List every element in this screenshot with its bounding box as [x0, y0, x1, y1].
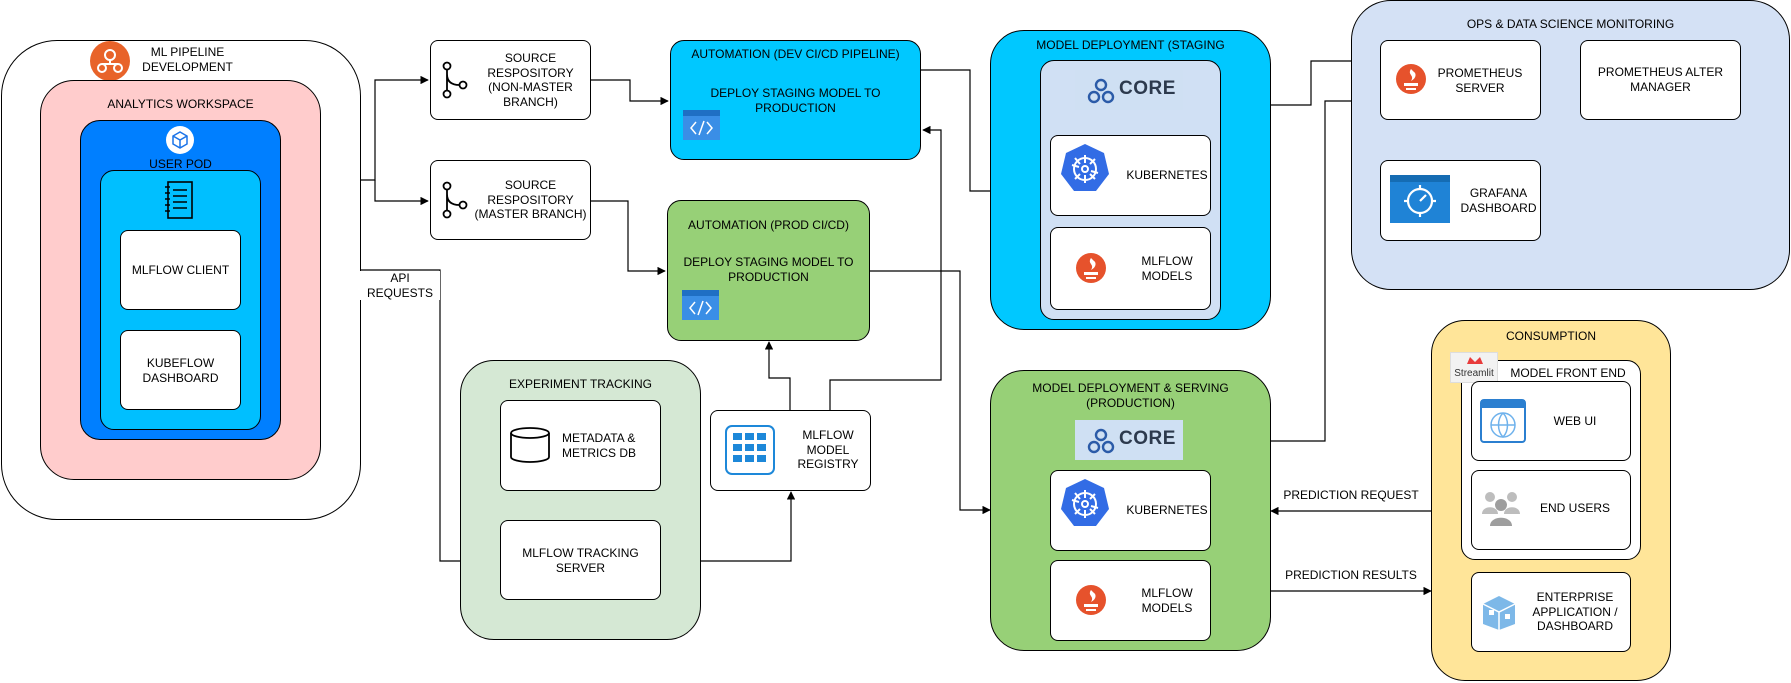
production-core-label: CORE: [1119, 428, 1176, 449]
enterprise-app-icon: [1479, 590, 1519, 632]
production-title: MODEL DEPLOYMENT & SERVING (PRODUCTION): [1032, 381, 1229, 410]
web-ui-label: WEB UI: [1553, 414, 1597, 428]
source-repo-master[interactable]: [430, 160, 591, 240]
automation-prod-body: DEPLOY STAGING MODEL TO PRODUCTION: [683, 255, 854, 284]
edge-staging-to-prometheus: [1271, 56, 1381, 106]
prediction-results-label: PREDICTION RESULTS: [1285, 568, 1417, 582]
production-core-badge: CORE: [1075, 420, 1183, 460]
api-requests-label: API REQUESTS: [360, 271, 440, 300]
notebook-icon: [162, 180, 198, 220]
alert-manager-box[interactable]: [1580, 40, 1741, 120]
source-repo-nonmaster-label: SOURCE RESPOSITORY (NON-MASTER BRANCH): [487, 51, 574, 109]
automation-prod-title: AUTOMATION (PROD CI/CD): [688, 218, 849, 232]
code-icon: [682, 290, 719, 320]
prediction-request-label: PREDICTION REQUEST: [1283, 488, 1419, 502]
alert-manager-label: PROMETHEUS ALTER MANAGER: [1597, 65, 1724, 94]
kubernetes-icon: [1060, 478, 1110, 528]
edge-tracking-to-registry: [660, 491, 796, 562]
monitoring-title: OPS & DATA SCIENCE MONITORING: [1466, 17, 1675, 31]
prometheus-server-label: PROMETHEUS SERVER: [1437, 66, 1523, 95]
automation-dev-body: DEPLOY STAGING MODEL TO PRODUCTION: [710, 86, 881, 115]
core-icon: [1087, 78, 1115, 104]
staging-title: MODEL DEPLOYMENT (STAGING: [1036, 38, 1225, 52]
edge-analytics-to-repo-master: [374, 180, 429, 206]
edge-registry-to-automation-dev: [829, 125, 942, 410]
edge-automation-prod-to-production: [870, 270, 991, 515]
code-icon: [683, 110, 720, 140]
registry-icon: [725, 425, 775, 475]
source-repo-master-label: SOURCE RESPOSITORY (MASTER BRANCH): [474, 178, 587, 221]
ml-pipeline-icon: [90, 41, 130, 81]
kubernetes-icon: [1060, 143, 1110, 193]
staging-core-badge: CORE: [1075, 70, 1183, 110]
model-registry-label: MLFLOW MODEL REGISTRY: [797, 428, 859, 471]
core-icon: [1087, 428, 1115, 454]
production-mlflow-models-label: MLFLOW MODELS: [1141, 586, 1193, 615]
end-users-box[interactable]: [1471, 470, 1631, 550]
user-pod-title: USER POD: [149, 157, 212, 171]
mlflow-client-box[interactable]: [120, 230, 241, 310]
staging-mlflow-models-label: MLFLOW MODELS: [1141, 254, 1193, 283]
model-front-end-title: MODEL FRONT END: [1510, 366, 1626, 380]
grafana-icon: [1390, 175, 1450, 223]
staging-core-label: CORE: [1119, 78, 1176, 99]
staging-kubernetes-label: KUBERNETES: [1126, 168, 1208, 182]
branch-icon: [440, 60, 470, 100]
ml-pipeline-title: ML PIPELINE DEVELOPMENT: [142, 45, 233, 74]
source-repo-nonmaster[interactable]: [430, 40, 591, 120]
streamlit-badge: Streamlit: [1450, 352, 1498, 383]
database-icon: [508, 425, 552, 465]
edge-registry-to-automation-prod: [764, 341, 791, 410]
users-icon: [1478, 488, 1524, 528]
metadata-db-box[interactable]: [500, 400, 661, 491]
edge-repo-master-to-automation-prod: [590, 200, 666, 276]
automation-dev-title: AUTOMATION (DEV CI/CD PIPELINE): [691, 47, 900, 61]
prometheus-flame-icon: [1075, 252, 1107, 284]
consumption-title: CONSUMPTION: [1506, 329, 1596, 343]
enterprise-app-label: ENTERPRISE APPLICATION / DASHBOARD: [1532, 590, 1618, 633]
mlflow-client-label: MLFLOW CLIENT: [131, 263, 230, 277]
tracking-server-box[interactable]: [500, 520, 661, 600]
kubeflow-dashboard-label: KUBEFLOW DASHBOARD: [142, 356, 219, 385]
prometheus-icon: [1395, 63, 1427, 95]
kubeflow-dashboard-box[interactable]: [120, 330, 241, 410]
experiment-tracking-title: EXPERIMENT TRACKING: [509, 377, 652, 391]
cube-icon: [166, 126, 194, 154]
streamlit-label: Streamlit: [1454, 368, 1494, 379]
streamlit-crown-icon: [1467, 357, 1483, 364]
web-browser-icon: [1480, 399, 1526, 443]
automation-dev[interactable]: [670, 40, 921, 160]
branch-icon: [440, 180, 470, 220]
production-kubernetes-label: KUBERNETES: [1126, 503, 1208, 517]
edge-repo-nonmaster-to-automation-dev: [590, 79, 669, 106]
analytics-workspace-title: ANALYTICS WORKSPACE: [107, 97, 254, 111]
grafana-dashboard-label: GRAFANA DASHBOARD: [1460, 186, 1537, 215]
metadata-db-label: METADATA & METRICS DB: [562, 431, 637, 460]
end-users-label: END USERS: [1539, 501, 1610, 515]
tracking-server-label: MLFLOW TRACKING SERVER: [522, 546, 639, 575]
prometheus-flame-icon: [1075, 584, 1107, 616]
